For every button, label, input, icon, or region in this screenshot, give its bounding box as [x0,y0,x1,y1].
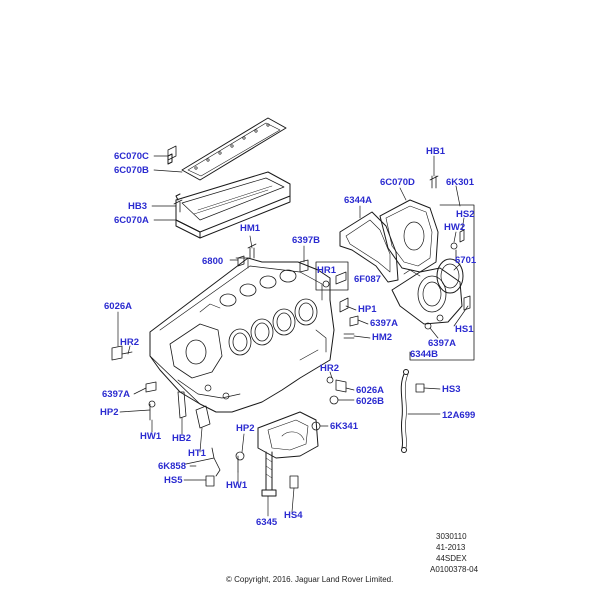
callout-6k858[interactable]: 6K858 [158,461,186,472]
fasteners [112,146,470,488]
callout-ht1[interactable]: HT1 [188,448,206,459]
callout-6800[interactable]: 6800 [202,256,224,267]
callout-6397a-left[interactable]: 6397A [102,389,130,400]
main-bearing-cap[interactable] [258,412,318,458]
callout-6f087[interactable]: 6F087 [354,274,381,285]
seal-group-bracket [410,205,474,360]
engine-block[interactable] [150,258,334,412]
crankshaft-rear-seal-housing[interactable] [392,268,462,324]
callout-6701[interactable]: 6701 [455,255,477,266]
main-bearing-bolt[interactable] [262,452,276,496]
callout-hw1-left[interactable]: HW1 [140,431,162,442]
oil-seal[interactable] [437,259,463,293]
callout-6c070a[interactable]: 6C070A [114,215,149,226]
callout-hr1[interactable]: HR1 [317,265,337,276]
rear-cover-gasket[interactable] [340,212,398,282]
reference-line-2: 41-2013 [436,543,466,552]
callout-6c070c[interactable]: 6C070C [114,151,149,162]
callout-6397a-box[interactable]: 6397A [428,338,456,349]
callout-hw1-mid[interactable]: HW1 [226,480,248,491]
oil-pan[interactable] [176,172,290,238]
reference-line-3: 44SDEX [436,554,467,563]
reference-line-1: 3030110 [436,532,467,541]
callout-6344a[interactable]: 6344A [344,195,372,206]
callout-6k341[interactable]: 6K341 [330,421,358,432]
callout-hb3[interactable]: HB3 [128,201,148,212]
leader-lines [118,156,468,516]
callout-hm2[interactable]: HM2 [372,332,393,343]
callout-12a699[interactable]: 12A699 [442,410,476,421]
callout-hr2-left[interactable]: HR2 [120,337,140,348]
callout-hp2-left[interactable]: HP2 [100,407,119,418]
callout-6c070b[interactable]: 6C070B [114,165,149,176]
knock-sensor-harness[interactable] [401,370,408,453]
callout-hs1[interactable]: HS1 [455,324,474,335]
oil-pan-gasket[interactable] [168,118,286,180]
reference-line-4: A0100378-04 [430,565,479,574]
callout-hw2[interactable]: HW2 [444,222,466,233]
rear-cover[interactable] [380,200,438,272]
callout-hm1[interactable]: HM1 [240,223,261,234]
callout-6c070d[interactable]: 6C070D [380,177,415,188]
callout-6397b[interactable]: 6397B [292,235,320,246]
copyright-notice: © Copyright, 2016. Jaguar Land Rover Lim… [226,575,394,584]
callout-hs2[interactable]: HS2 [456,209,475,220]
callout-6k301[interactable]: 6K301 [446,177,474,188]
callout-hs4[interactable]: HS4 [284,510,303,521]
callout-hp2-mid[interactable]: HP2 [236,423,255,434]
callout-hb2[interactable]: HB2 [172,433,192,444]
callout-hs5[interactable]: HS5 [164,475,183,486]
callout-6344b[interactable]: 6344B [410,349,438,360]
callout-hs3[interactable]: HS3 [442,384,461,395]
callout-hb1[interactable]: HB1 [426,146,446,157]
callout-hr2-right[interactable]: HR2 [320,363,340,374]
callout-6345[interactable]: 6345 [256,517,278,528]
callout-6026b[interactable]: 6026B [356,396,384,407]
callout-hp1[interactable]: HP1 [358,304,377,315]
callout-6026a-left[interactable]: 6026A [104,301,132,312]
callout-6397a-right[interactable]: 6397A [370,318,398,329]
callout-6026a-right[interactable]: 6026A [356,385,384,396]
